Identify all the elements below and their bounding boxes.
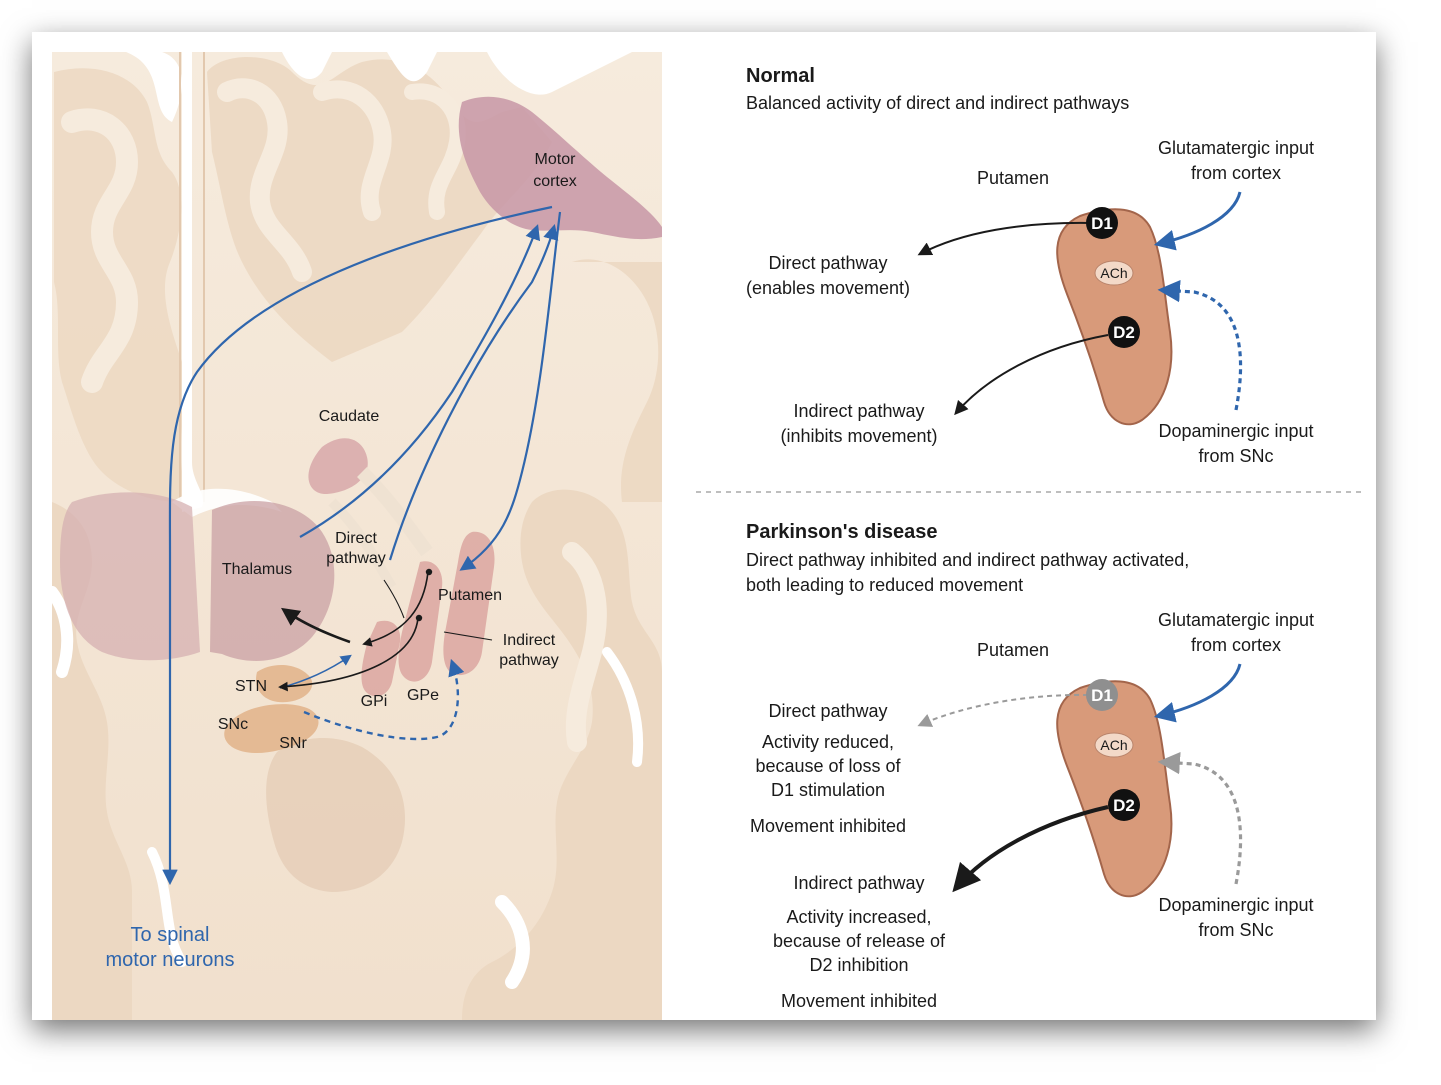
gpi-label: GPi [361, 693, 388, 710]
parkinsons-indirect-desc-1: Activity increased, [786, 907, 931, 927]
brain-pathway-arrows [162, 205, 562, 886]
gpi-to-thalamus-arrow [281, 607, 351, 644]
parkinsons-ach-label: ACh [1100, 737, 1127, 753]
indirect-label-leader [443, 631, 493, 641]
parkinsons-direct-title: Direct pathway [768, 701, 887, 721]
thalamus-label: Thalamus [222, 561, 292, 578]
indirect-pathway-label-1: Indirect [503, 632, 556, 649]
parkinsons-glutamatergic-2: from cortex [1191, 635, 1281, 655]
parkinsons-direct-effect: Movement inhibited [750, 816, 906, 836]
normal-indirect-2: (inhibits movement) [780, 426, 937, 446]
normal-putamen-label: Putamen [977, 168, 1049, 188]
parkinsons-dopaminergic-2: from SNc [1198, 920, 1273, 940]
parkinsons-dopaminergic-arrow [1157, 751, 1243, 885]
indirect-pathway-label-2: pathway [499, 652, 559, 669]
normal-ach-node [1094, 260, 1134, 286]
spinal-label-1: To spinal [131, 924, 210, 946]
caudate-nucleus [308, 438, 368, 495]
normal-direct-arrow [917, 221, 1091, 256]
direct-label-leader [383, 579, 405, 619]
caudate-label: Caudate [319, 408, 380, 425]
parkinsons-indirect-title: Indirect pathway [793, 873, 924, 893]
parkinsons-direct-desc-3: D1 stimulation [771, 780, 885, 800]
normal-direct-1: Direct pathway [768, 253, 887, 273]
normal-glutamatergic-2: from cortex [1191, 163, 1281, 183]
gpe-label: GPe [407, 687, 439, 704]
normal-dopaminergic-arrow [1157, 279, 1243, 411]
parkinsons-glutamatergic-1: Glutamatergic input [1158, 610, 1314, 630]
normal-panel: Normal Balanced activity of direct and i… [746, 65, 1314, 466]
parkinsons-indirect-effect: Movement inhibited [781, 991, 937, 1011]
spinal-label-2: motor neurons [106, 949, 235, 971]
snc-to-putamen-dashed-arrow [303, 658, 465, 741]
putamen-brain-label: Putamen [438, 587, 502, 604]
brain-illustration [46, 45, 662, 1020]
brain-black-arrows [278, 568, 493, 692]
normal-putamen-shape [1056, 208, 1173, 426]
normal-dopaminergic-2: from SNc [1198, 446, 1273, 466]
stn-label: STN [235, 678, 267, 695]
motor-cortex-label-2: cortex [533, 173, 577, 190]
parkinsons-indirect-desc-2: because of release of [773, 931, 946, 951]
normal-glutamatergic-arrow [1153, 191, 1242, 251]
parkinsons-glutamatergic-arrow [1153, 663, 1242, 723]
basal-ganglia-figure: Motor cortex Caudate Thalamus Direct pat… [46, 45, 1364, 1020]
normal-d2-label: D2 [1113, 323, 1135, 342]
figure-card: Motor cortex Caudate Thalamus Direct pat… [32, 32, 1376, 1020]
parkinsons-indirect-arrow [952, 805, 1109, 893]
thalamus-to-cortex-arrow [299, 224, 541, 538]
longitudinal-fissure [182, 52, 204, 512]
parkinsons-title: Parkinson's disease [746, 521, 938, 543]
parkinsons-subtitle-2: both leading to reduced movement [746, 575, 1023, 595]
brain-labels: Motor cortex Caudate Thalamus Direct pat… [106, 151, 577, 971]
parkinsons-direct-arrow [917, 693, 1089, 727]
parkinsons-dopaminergic-1: Dopaminergic input [1158, 895, 1313, 915]
cortex-to-spinal-arrow [162, 205, 553, 886]
parkinsons-panel: Parkinson's disease Direct pathway inhib… [746, 521, 1314, 1011]
parkinsons-direct-desc-1: Activity reduced, [762, 732, 894, 752]
normal-title: Normal [746, 65, 815, 87]
parkinsons-direct-desc-2: because of loss of [755, 756, 901, 776]
normal-indirect-arrow [954, 334, 1109, 416]
normal-ach-label: ACh [1100, 265, 1127, 281]
direct-pathway-arrow [362, 571, 429, 647]
normal-d1-label: D1 [1091, 214, 1113, 233]
motor-cortex-region [458, 96, 662, 240]
direct-pathway-label-1: Direct [335, 530, 377, 547]
normal-glutamatergic-1: Glutamatergic input [1158, 138, 1314, 158]
left-hemisphere [52, 45, 182, 122]
thalamus-region [60, 492, 200, 661]
normal-dopaminergic-1: Dopaminergic input [1158, 421, 1313, 441]
gpe-region [398, 561, 443, 682]
parkinsons-d2-label: D2 [1113, 796, 1135, 815]
parkinsons-subtitle-1: Direct pathway inhibited and indirect pa… [746, 550, 1189, 570]
normal-indirect-1: Indirect pathway [793, 401, 924, 421]
parkinsons-d1-node [1086, 679, 1118, 711]
normal-subtitle: Balanced activity of direct and indirect… [746, 93, 1129, 113]
parkinsons-ach-node [1094, 732, 1134, 758]
parkinsons-putamen-label: Putamen [977, 640, 1049, 660]
normal-d2-node [1108, 316, 1140, 348]
parkinsons-putamen-shape [1056, 680, 1173, 898]
substantia-nigra-region [224, 704, 319, 754]
snc-label: SNc [218, 716, 248, 733]
parkinsons-d2-node [1108, 789, 1140, 821]
putamen-region [443, 531, 495, 676]
parkinsons-d1-label: D1 [1091, 686, 1113, 705]
normal-direct-2: (enables movement) [746, 278, 910, 298]
indirect-pathway-arrow [278, 617, 419, 692]
motor-cortex-label-1: Motor [535, 151, 577, 168]
cortex-to-putamen-arrow [459, 211, 562, 571]
putamen-to-cortex-arrow [388, 224, 559, 561]
parkinsons-indirect-desc-3: D2 inhibition [809, 955, 908, 975]
direct-pathway-label-2: pathway [326, 550, 386, 567]
snr-label: SNr [279, 735, 307, 752]
normal-d1-node [1086, 207, 1118, 239]
